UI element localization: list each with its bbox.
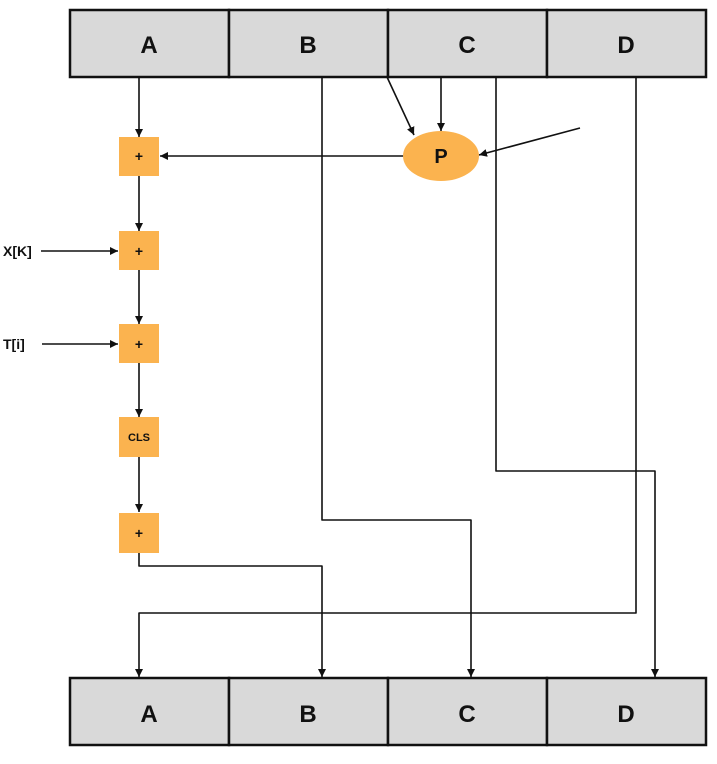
- bottom-register-b-label: B: [299, 701, 316, 728]
- top-register-b: [227, 8, 390, 79]
- bottom-register-a: [68, 676, 231, 747]
- op-add1-label: +: [135, 148, 143, 164]
- op-add2-box: [119, 231, 159, 270]
- p-node-label: P: [434, 146, 447, 168]
- op-add3: +: [119, 324, 159, 363]
- wire-c-to-d: [495, 77, 659, 677]
- top-register-a-label: A: [140, 32, 157, 59]
- op-add3-label: +: [135, 336, 143, 352]
- bottom-register-b: [227, 676, 390, 747]
- p-node-ellipse: [403, 131, 479, 181]
- top-register-row: A B C D: [68, 8, 708, 79]
- bottom-register-c-label: C: [458, 701, 475, 728]
- input-label-xk: X[K]: [3, 243, 32, 259]
- op-add2-label: +: [135, 243, 143, 259]
- op-cls-box: [119, 417, 159, 457]
- bottom-register-row: A B C D: [68, 676, 708, 747]
- wires: [41, 76, 659, 677]
- top-register-a: [68, 8, 231, 79]
- wire-c-left-to-p: [386, 76, 415, 136]
- top-register-c-label: C: [458, 32, 475, 59]
- top-register-c: [386, 8, 549, 79]
- input-label-ti: T[i]: [3, 336, 25, 352]
- op-cls: CLS: [119, 417, 159, 457]
- op-add4-box: [119, 513, 159, 553]
- op-add1-box: [119, 137, 159, 176]
- op-add3-box: [119, 324, 159, 363]
- top-register-d: [545, 8, 708, 79]
- bottom-register-a-label: A: [140, 701, 157, 728]
- bottom-register-c: [386, 676, 549, 747]
- top-register-d-label: D: [617, 32, 634, 59]
- bottom-register-d: [545, 676, 708, 747]
- wire-add4-to-b: [138, 553, 326, 677]
- op-add4-label: +: [135, 525, 143, 541]
- op-add1: +: [119, 137, 159, 176]
- p-node: P: [403, 131, 479, 181]
- op-add2: +: [119, 231, 159, 270]
- op-add4: +: [119, 513, 159, 553]
- wire-b-to-c: [321, 77, 475, 677]
- bottom-register-d-label: D: [617, 701, 634, 728]
- wire-input-to-p: [478, 127, 581, 157]
- wire-d-to-a: [135, 77, 637, 677]
- op-cls-label: CLS: [128, 432, 150, 444]
- top-register-b-label: B: [299, 32, 316, 59]
